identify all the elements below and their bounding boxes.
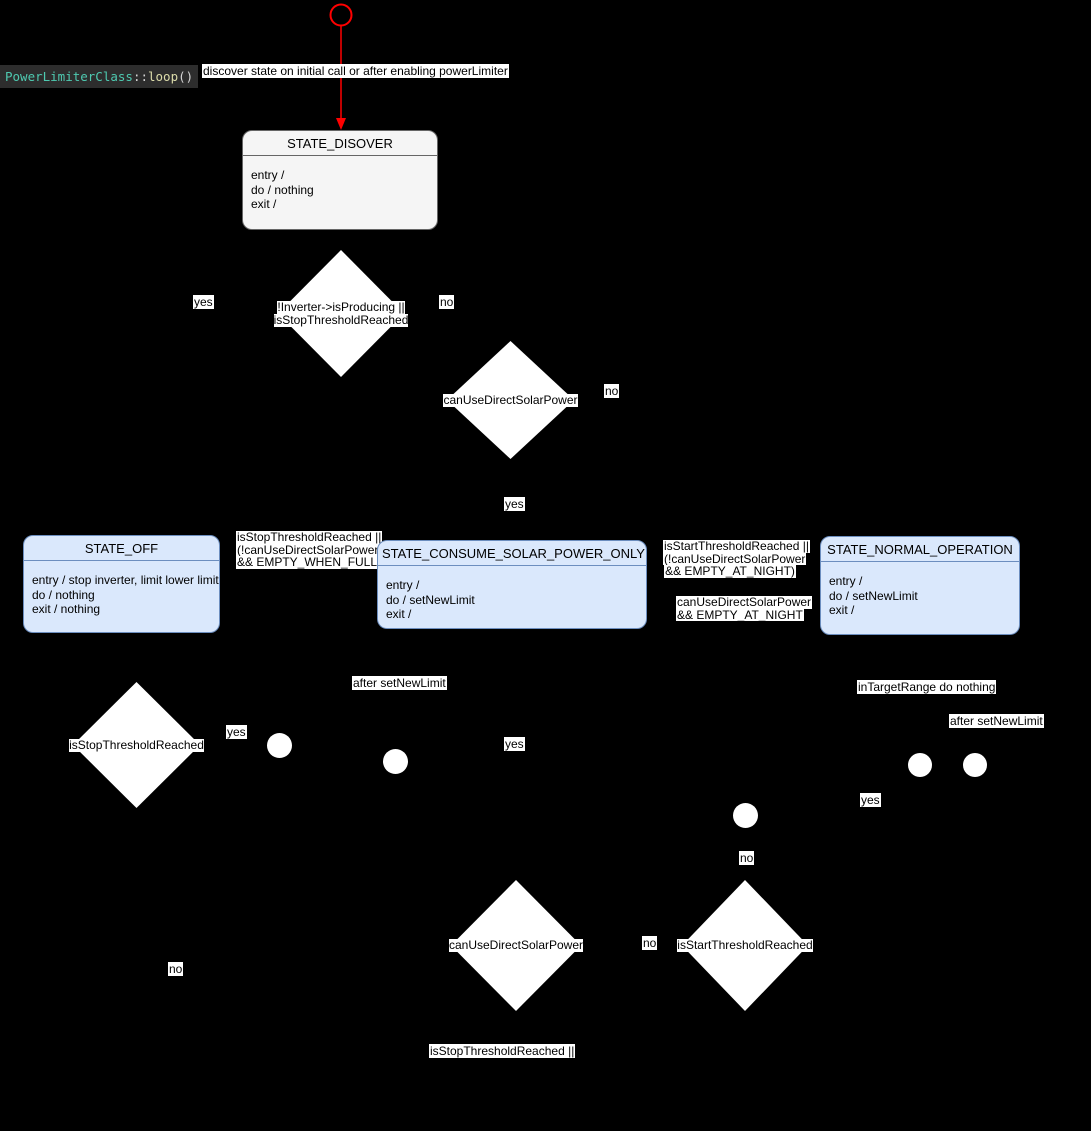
decision-is-stop-threshold-reached: isStopThresholdReached xyxy=(69,682,204,808)
state-body-line: do / setNewLimit xyxy=(829,588,918,603)
state-title: STATE_CONSUME_SOLAR_POWER_ONLY xyxy=(378,541,646,566)
guard-bottom: isStopThresholdReached || xyxy=(429,1044,576,1058)
decision-label: isStopThresholdReached xyxy=(273,312,409,327)
edge-label-after-set-new-limit: after setNewLimit xyxy=(352,676,447,690)
guard-line: isStopThresholdReached || xyxy=(236,530,383,544)
decision-label: !Inverter->isProducing || xyxy=(277,299,405,314)
state-body-line: exit / xyxy=(251,197,277,211)
state-body-line: do / nothing xyxy=(251,182,314,197)
decision-can-use-direct-solar-power: canUseDirectSolarPower xyxy=(443,341,578,459)
state-body-line: exit / xyxy=(829,603,855,617)
edge-label-yes: yes xyxy=(504,497,525,511)
state-normal-operation: STATE_NORMAL_OPERATION entry / do / setN… xyxy=(820,536,1020,635)
code-parens: () xyxy=(178,69,194,84)
guard-to-state-consume: canUseDirectSolarPower && EMPTY_AT_NIGHT xyxy=(676,596,813,622)
state-body-line: do / nothing xyxy=(32,587,95,602)
state-off: STATE_OFF entry / stop inverter, limit l… xyxy=(23,535,220,633)
edge-label-no: no xyxy=(439,295,455,309)
junction-node xyxy=(963,753,987,777)
state-consume-solar-power-only: STATE_CONSUME_SOLAR_POWER_ONLY entry / d… xyxy=(377,540,647,629)
edge-label-after-set-new-limit: after setNewLimit xyxy=(949,714,1044,728)
guard-line: isStartThresholdReached || xyxy=(663,539,810,553)
edge-label-yes: yes xyxy=(226,725,247,739)
guard-to-state-normal: isStartThresholdReached || (!canUseDirec… xyxy=(663,540,810,579)
decision-label: canUseDirectSolarPower xyxy=(443,392,578,407)
junction-node xyxy=(267,733,292,758)
edge-label-yes: yes xyxy=(504,737,525,751)
edge-label-no: no xyxy=(739,851,755,865)
decision-is-start-threshold-reached: isStartThresholdReached xyxy=(677,880,813,1011)
decision-label: isStopThresholdReached xyxy=(69,737,204,752)
state-body-line: entry / xyxy=(386,578,420,592)
code-class-name: PowerLimiterClass xyxy=(5,69,133,84)
decision-label: isStartThresholdReached xyxy=(677,938,813,952)
guard-line: && EMPTY_WHEN_FULL) xyxy=(236,555,383,570)
arrowhead-icon xyxy=(336,118,346,130)
guard-to-state-off: isStopThresholdReached || (!canUseDirect… xyxy=(236,531,383,570)
edge-label-yes: yes xyxy=(860,793,881,807)
state-body-line: exit / xyxy=(386,607,412,621)
code-scope-separator: :: xyxy=(132,69,148,84)
state-discover: STATE_DISOVER entry / do / nothing exit … xyxy=(242,130,438,230)
initial-state-icon xyxy=(329,3,353,27)
edge-label-no: no xyxy=(604,384,620,398)
state-body-line: entry / stop inverter, limit lower limit xyxy=(32,573,219,587)
state-title: STATE_OFF xyxy=(24,536,219,561)
guard-line: && EMPTY_AT_NIGHT xyxy=(676,607,804,622)
guard-line: && EMPTY_AT_NIGHT) xyxy=(664,564,796,579)
edge-label-in-target-range: inTargetRange do nothing xyxy=(857,680,997,694)
state-title: STATE_DISOVER xyxy=(243,131,437,156)
code-method-name: loop xyxy=(148,69,179,84)
junction-node xyxy=(908,753,932,777)
state-body-line: entry / xyxy=(251,168,285,182)
edge-label-yes: yes xyxy=(193,295,214,309)
state-body-line: exit / nothing xyxy=(32,602,101,616)
state-title: STATE_NORMAL_OPERATION xyxy=(821,537,1019,562)
guard-line: (!canUseDirectSolarPower xyxy=(236,542,380,557)
edge-label-discover-state: discover state on initial call or after … xyxy=(202,64,509,78)
guard-line: (!canUseDirectSolarPower xyxy=(663,551,807,566)
decision-inverter-producing: !Inverter->isProducing || isStopThreshol… xyxy=(273,250,409,377)
edge-label-no: no xyxy=(168,962,184,976)
decision-can-use-direct-solar-power-2: canUseDirectSolarPower xyxy=(448,880,584,1011)
code-badge: PowerLimiterClass::loop() xyxy=(0,65,199,88)
junction-node xyxy=(733,803,758,828)
edge-label-no: no xyxy=(642,936,658,950)
state-body-line: do / setNewLimit xyxy=(386,592,475,607)
junction-node xyxy=(383,749,408,774)
state-body-line: entry / xyxy=(829,574,863,588)
guard-line: canUseDirectSolarPower xyxy=(676,595,813,609)
decision-label: canUseDirectSolarPower xyxy=(448,938,584,952)
